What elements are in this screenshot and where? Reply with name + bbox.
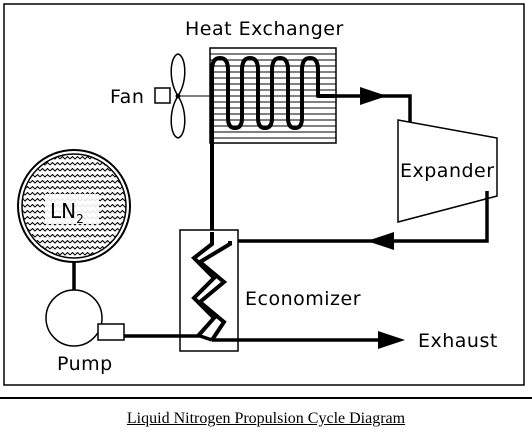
- pump-label: Pump: [57, 353, 113, 375]
- expander-label: Expander: [400, 160, 495, 182]
- diagram-caption: Liquid Nitrogen Propulsion Cycle Diagram: [126, 410, 406, 427]
- fan: Fan: [110, 53, 210, 139]
- exhaust-label: Exhaust: [418, 330, 498, 352]
- arrow-exhaust: [378, 331, 405, 349]
- fan-label: Fan: [110, 86, 144, 108]
- fan-motor: [154, 87, 171, 104]
- diagram-frame: [3, 3, 525, 386]
- ln2-tank: LN2: [17, 149, 131, 263]
- heat-exchanger-label: Heat Exchanger: [185, 18, 344, 40]
- pump-outlet: [97, 323, 125, 341]
- economizer-zigzag: [196, 241, 232, 342]
- heat-exchanger-coil: [210, 56, 336, 232]
- heat-exchanger: Heat Exchanger: [185, 18, 344, 232]
- line-pump-to-economizer: [124, 334, 213, 342]
- arrow-return: [367, 232, 394, 250]
- arrow-to-expander: [360, 87, 387, 105]
- economizer-label: Economizer: [245, 288, 361, 310]
- tank-label: LN2: [50, 199, 84, 226]
- line-expander-to-economizer: [230, 191, 489, 243]
- expander: Expander: [397, 119, 498, 223]
- pump: Pump: [45, 289, 125, 375]
- economizer: Economizer: [179, 229, 361, 352]
